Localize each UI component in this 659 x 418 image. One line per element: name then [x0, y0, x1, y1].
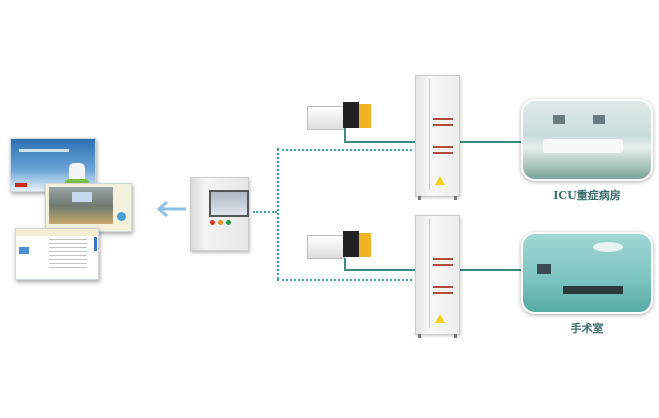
connector-line	[459, 141, 523, 143]
operating-room-label: 手术室	[570, 322, 604, 335]
icu-label: ICU重症病房	[553, 189, 621, 202]
dotted-link-bottom	[277, 279, 412, 281]
software-ward-view-screen	[45, 183, 132, 232]
ats-switch-top	[307, 100, 373, 130]
connector-line	[344, 258, 346, 271]
arrow-left-icon	[156, 200, 186, 218]
connector-line	[344, 141, 416, 143]
isolated-power-cabinet-top	[415, 75, 460, 200]
dotted-link	[253, 211, 277, 213]
connector-line	[344, 128, 346, 142]
ats-switch-bottom	[307, 229, 373, 259]
dotted-link-top	[277, 149, 412, 151]
connector-line	[459, 269, 523, 271]
operating-room-photo	[521, 232, 653, 314]
touch-screen	[209, 190, 249, 217]
software-distribution-table-screen	[15, 228, 99, 280]
green-button	[226, 220, 231, 225]
monitoring-controller-panel	[190, 177, 249, 251]
dotted-bus	[277, 148, 279, 279]
connector-line	[344, 269, 416, 271]
red-button	[210, 220, 215, 225]
icu-ward-photo	[521, 99, 653, 181]
isolated-power-cabinet-bottom	[415, 215, 460, 338]
orange-button	[218, 220, 223, 225]
